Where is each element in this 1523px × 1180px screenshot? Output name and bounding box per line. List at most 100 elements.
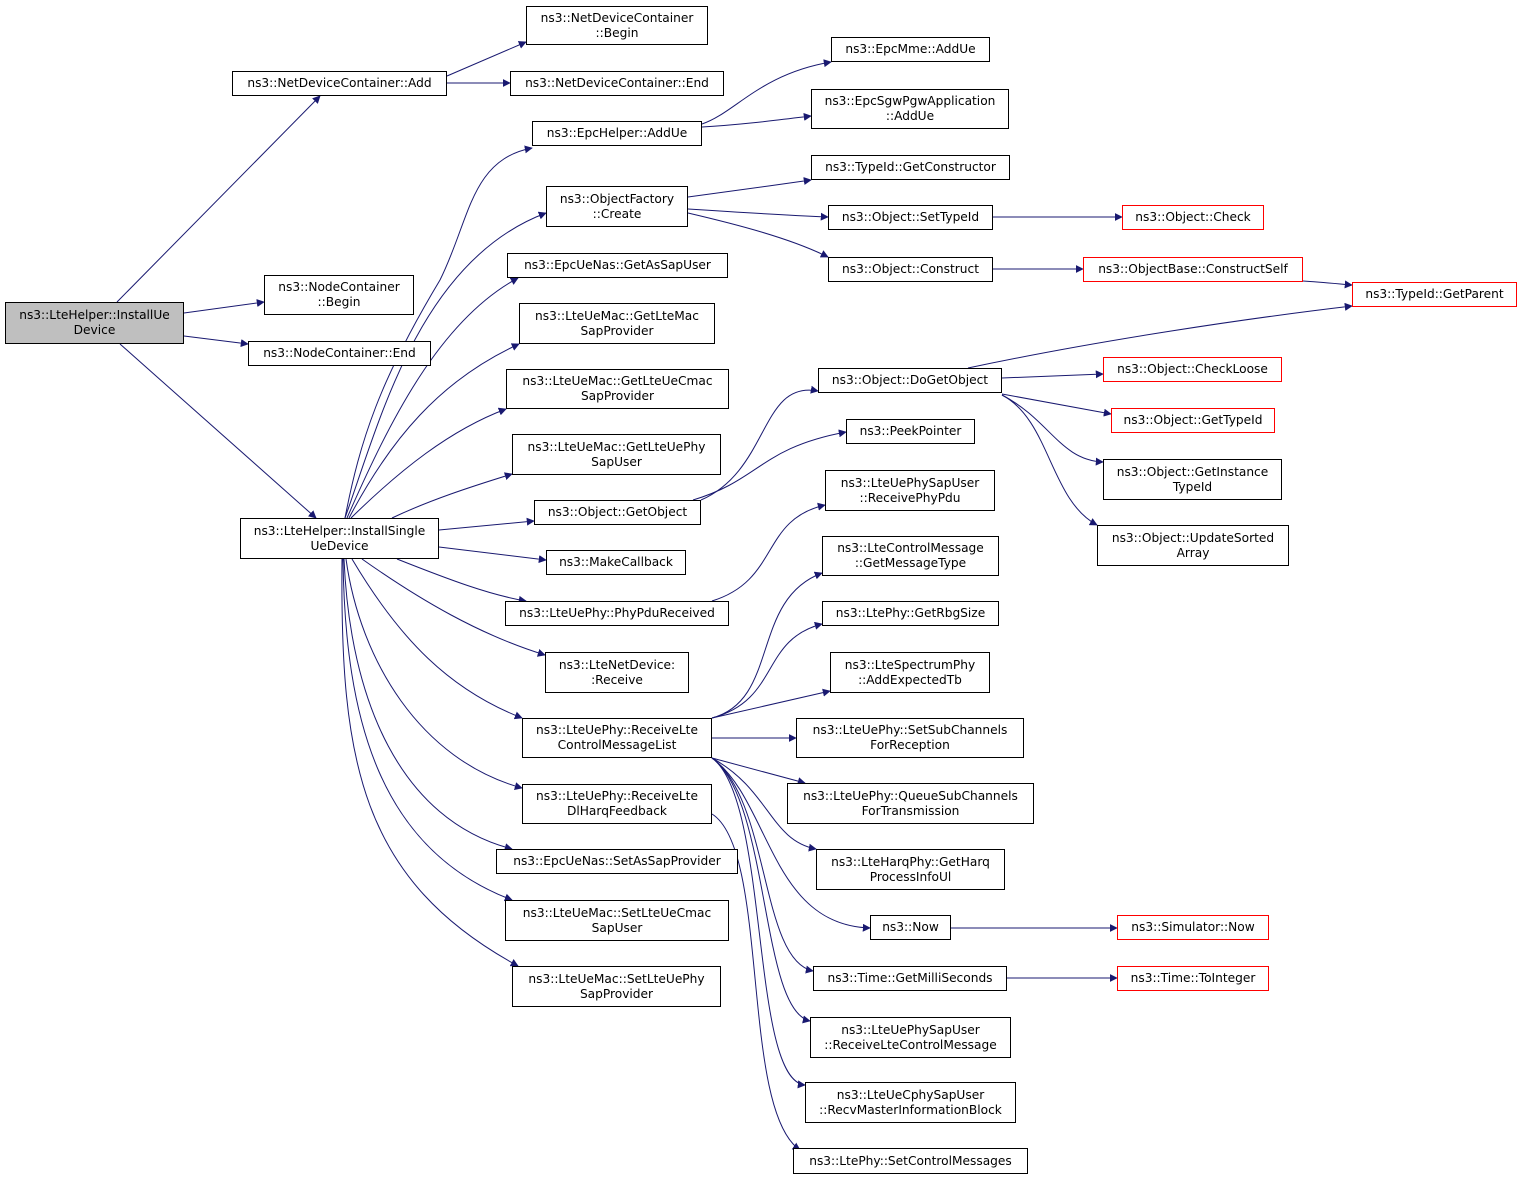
- call-edge: [711, 757, 871, 932]
- node-label-line2: ForTransmission: [861, 803, 960, 818]
- node-label-line1: ns3::LteUePhy::SetSubChannels: [812, 723, 1008, 737]
- node-epcmme-addue[interactable]: ns3::EpcMme::AddUe: [831, 37, 990, 62]
- node-lteuecphysapuser-recvmasterinformationblock[interactable]: ns3::LteUeCphySapUser::RecvMasterInforma…: [805, 1082, 1016, 1123]
- node-ltecontrolmessage-getmessagetype[interactable]: ns3::LteControlMessage::GetMessageType: [822, 536, 999, 576]
- node-object-construct[interactable]: ns3::Object::Construct: [828, 257, 993, 282]
- node-ltenetdevice-receive[interactable]: ns3::LteNetDevice::Receive: [545, 652, 689, 693]
- node-makecallback[interactable]: ns3::MakeCallback: [546, 550, 686, 575]
- node-epcuenas-getassapuser[interactable]: ns3::EpcUeNas::GetAsSapUser: [507, 253, 728, 278]
- node-netdevicecontainer-begin[interactable]: ns3::NetDeviceContainer::Begin: [526, 6, 708, 45]
- node-label: ns3::Object::GetTypeId: [1123, 413, 1263, 427]
- node-label: ns3::ObjectBase::ConstructSelf: [1098, 262, 1288, 276]
- node-label-line2: SapProvider: [580, 323, 654, 338]
- call-edge: [687, 208, 829, 221]
- call-edge: [183, 335, 249, 348]
- node-lteuephysapuser-receiveltecontrolmessage[interactable]: ns3::LteUePhySapUser::ReceiveLteControlM…: [810, 1017, 1011, 1058]
- node-label-line1: ns3::LteHelper::InstallUe: [19, 308, 170, 322]
- call-edge: [116, 95, 321, 303]
- call-edge: [438, 546, 547, 564]
- call-edge: [119, 343, 317, 519]
- node-netdevicecontainer-end[interactable]: ns3::NetDeviceContainer::End: [510, 71, 724, 96]
- node-label-line2: UeDevice: [310, 538, 369, 553]
- node-label: ns3::Time::GetMilliSeconds: [827, 971, 993, 985]
- node-ltespectrumphy-addexpectedtb[interactable]: ns3::LteSpectrumPhy::AddExpectedTb: [830, 652, 990, 693]
- node-typeid-getparent[interactable]: ns3::TypeId::GetParent: [1352, 282, 1517, 307]
- call-edge: [711, 502, 826, 602]
- node-label: ns3::Object::SetTypeId: [841, 210, 980, 224]
- node-peekpointer[interactable]: ns3::PeekPointer: [846, 419, 975, 444]
- call-edge: [967, 302, 1353, 369]
- node-label: ns3::LteUePhy::PhyPduReceived: [519, 606, 715, 620]
- call-edge: [348, 343, 520, 519]
- node-label: ns3::Object::GetObject: [547, 505, 688, 519]
- node-lteuephysapuser-receivephypdu[interactable]: ns3::LteUePhySapUser::ReceivePhyPdu: [825, 470, 995, 511]
- call-edge: [711, 757, 817, 852]
- node-objectbase-constructself[interactable]: ns3::ObjectBase::ConstructSelf: [1083, 257, 1303, 282]
- node-label: ns3::Object::CheckLoose: [1117, 362, 1268, 376]
- node-label-line2: ::Begin: [595, 25, 639, 40]
- node-label-line1: ns3::NodeContainer: [278, 280, 400, 294]
- node-now[interactable]: ns3::Now: [870, 915, 951, 940]
- node-label: ns3::LtePhy::GetRbgSize: [835, 606, 986, 620]
- node-object-getobject[interactable]: ns3::Object::GetObject: [534, 500, 701, 525]
- node-label-line2: SapUser: [591, 454, 642, 469]
- call-edge: [1001, 370, 1104, 379]
- call-edge: [345, 558, 523, 790]
- node-label-line2: TypeId: [1172, 479, 1213, 494]
- node-objectfactory-create[interactable]: ns3::ObjectFactory::Create: [546, 186, 688, 227]
- node-label-line1: ns3::LteUeMac::GetLteUeCmac: [522, 374, 713, 388]
- call-edge: [701, 59, 832, 125]
- node-time-getmilliseconds[interactable]: ns3::Time::GetMilliSeconds: [813, 966, 1007, 991]
- call-edge: [391, 472, 513, 519]
- node-label-line2: ::RecvMasterInformationBlock: [819, 1102, 1002, 1117]
- node-epchelper-addue[interactable]: ns3::EpcHelper::AddUe: [532, 121, 702, 146]
- node-netdevicecontainer-add[interactable]: ns3::NetDeviceContainer::Add: [232, 71, 447, 96]
- node-object-checkloose[interactable]: ns3::Object::CheckLoose: [1103, 357, 1282, 382]
- node-simulator-now[interactable]: ns3::Simulator::Now: [1117, 915, 1269, 940]
- node-label-line2: ::AddUe: [885, 109, 935, 123]
- node-label: ns3::TypeId::GetConstructor: [825, 160, 996, 174]
- node-label: ns3::EpcUeNas::SetAsSapProvider: [513, 854, 721, 868]
- node-object-dogetobject[interactable]: ns3::Object::DoGetObject: [818, 368, 1002, 393]
- node-object-gettypeid[interactable]: ns3::Object::GetTypeId: [1111, 408, 1275, 433]
- node-label-line2: Device: [73, 323, 116, 337]
- node-object-settypeid[interactable]: ns3::Object::SetTypeId: [828, 205, 993, 230]
- node-typeid-getconstructor[interactable]: ns3::TypeId::GetConstructor: [811, 155, 1010, 180]
- node-label: ns3::TypeId::GetParent: [1365, 287, 1504, 301]
- node-label-line2: ProcessInfoUl: [869, 869, 952, 884]
- node-label: ns3::Time::ToInteger: [1130, 971, 1256, 985]
- call-edge: [711, 571, 823, 719]
- node-label-line1: ns3::ObjectFactory: [559, 191, 675, 206]
- node-nodecontainer-begin[interactable]: ns3::NodeContainer::Begin: [264, 275, 414, 315]
- call-edge: [396, 558, 527, 604]
- node-lteuephy-phypdureceived[interactable]: ns3::LteUePhy::PhyPduReceived: [505, 601, 729, 626]
- node-epcsgwpgwapplication-addue[interactable]: ns3::EpcSgwPgwApplication::AddUe: [811, 89, 1009, 129]
- call-edge: [711, 621, 823, 719]
- node-label-line2: Array: [1176, 545, 1210, 560]
- node-time-tointeger[interactable]: ns3::Time::ToInteger: [1117, 966, 1269, 991]
- node-label-line1: ns3::LteUeCphySapUser: [836, 1087, 985, 1102]
- node-object-check[interactable]: ns3::Object::Check: [1122, 205, 1264, 230]
- node-ltephy-getrbgsize[interactable]: ns3::LtePhy::GetRbgSize: [822, 601, 999, 626]
- node-nodecontainer-end[interactable]: ns3::NodeContainer::End: [248, 341, 431, 366]
- node-label-line2: :Receive: [591, 672, 643, 687]
- call-edge: [343, 558, 513, 852]
- node-label-line2: DlHarqFeedback: [567, 804, 667, 818]
- node-ltephy-setcontrolmessages[interactable]: ns3::LtePhy::SetControlMessages: [793, 1148, 1028, 1174]
- node-epcuenas-setassapprovider[interactable]: ns3::EpcUeNas::SetAsSapProvider: [496, 849, 738, 874]
